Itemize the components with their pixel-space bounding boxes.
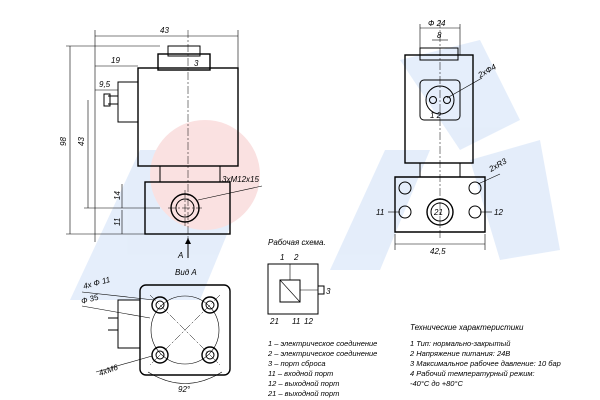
view-a-angle: 92° (178, 385, 191, 394)
section-a-label: A (177, 251, 183, 260)
side-port-12: 12 (494, 208, 503, 217)
scheme-title: Рабочая схема. (268, 238, 326, 247)
coil-nut (167, 45, 201, 57)
dim-19: 19 (111, 56, 120, 65)
working-scheme: Рабочая схема. 1 2 3 21 11 12 (267, 238, 331, 326)
legend-item: 12 – выходной порт (268, 379, 339, 388)
coil-cap (157, 53, 211, 71)
dim-98: 98 (59, 137, 68, 146)
spec-item: 2 Напряжение питания: 24В (409, 349, 510, 358)
dim-thread: 3xM12x15 (222, 175, 259, 184)
dim-14: 14 (113, 191, 122, 200)
scheme-p11: 11 (292, 317, 300, 326)
scheme-p3: 3 (326, 287, 331, 296)
scheme-p2: 2 (293, 253, 299, 262)
side-dim-8: 8 (437, 31, 442, 40)
legend-item: 1 – электрическое соединение (268, 339, 377, 348)
spec-item: 4 Рабочий температурный режим: (410, 369, 535, 378)
front-view: 43 19 9,5 98 43 14 11 3xM12x15 3 A (59, 26, 263, 260)
side-dim-24: Ф 24 (428, 19, 446, 28)
view-a-thread: 4xM6 (98, 363, 120, 378)
side-dim-42-5: 42,5 (430, 247, 446, 256)
spec-item: 1 Тип: нормально-закрытый (410, 339, 511, 348)
dim-43-top: 43 (160, 26, 169, 35)
legend-item: 11 – входной порт (268, 369, 333, 378)
tech-specs: Технические характеристики 1 Тип: нормал… (409, 323, 561, 388)
specs-title: Технические характеристики (410, 323, 524, 332)
connector-bracket (117, 81, 139, 123)
side-valve-body (394, 176, 486, 233)
legend-item: 2 – электрическое соединение (267, 349, 377, 358)
scheme-p21: 21 (269, 317, 279, 326)
legend-item: 21 – выходной порт (267, 389, 339, 398)
spec-item: 3 Максимальное рабочее давление: 10 бар (410, 359, 561, 368)
side-port-11: 11 (376, 208, 384, 217)
scheme-p1: 1 (280, 253, 284, 262)
view-a-title: Вид А (175, 268, 197, 277)
port-legend: 1 – электрическое соединение 2 – электри… (267, 339, 377, 398)
scheme-p12: 12 (304, 317, 313, 326)
dim-9-5: 9,5 (99, 80, 111, 89)
side-port-21-label: 21 (433, 208, 443, 217)
dim-11: 11 (113, 218, 122, 226)
side-view: 1 2 Ф 24 8 2xФ4 2xR3 42,5 11 21 12 (376, 19, 509, 256)
dim-43-side: 43 (77, 137, 86, 146)
side-pins: 1 2 (430, 111, 442, 120)
label-3: 3 (194, 59, 199, 68)
legend-item: 3 – порт сброса (268, 359, 326, 368)
watermark-logo (70, 40, 560, 300)
spec-item: -40°С до +80°С (410, 379, 463, 388)
